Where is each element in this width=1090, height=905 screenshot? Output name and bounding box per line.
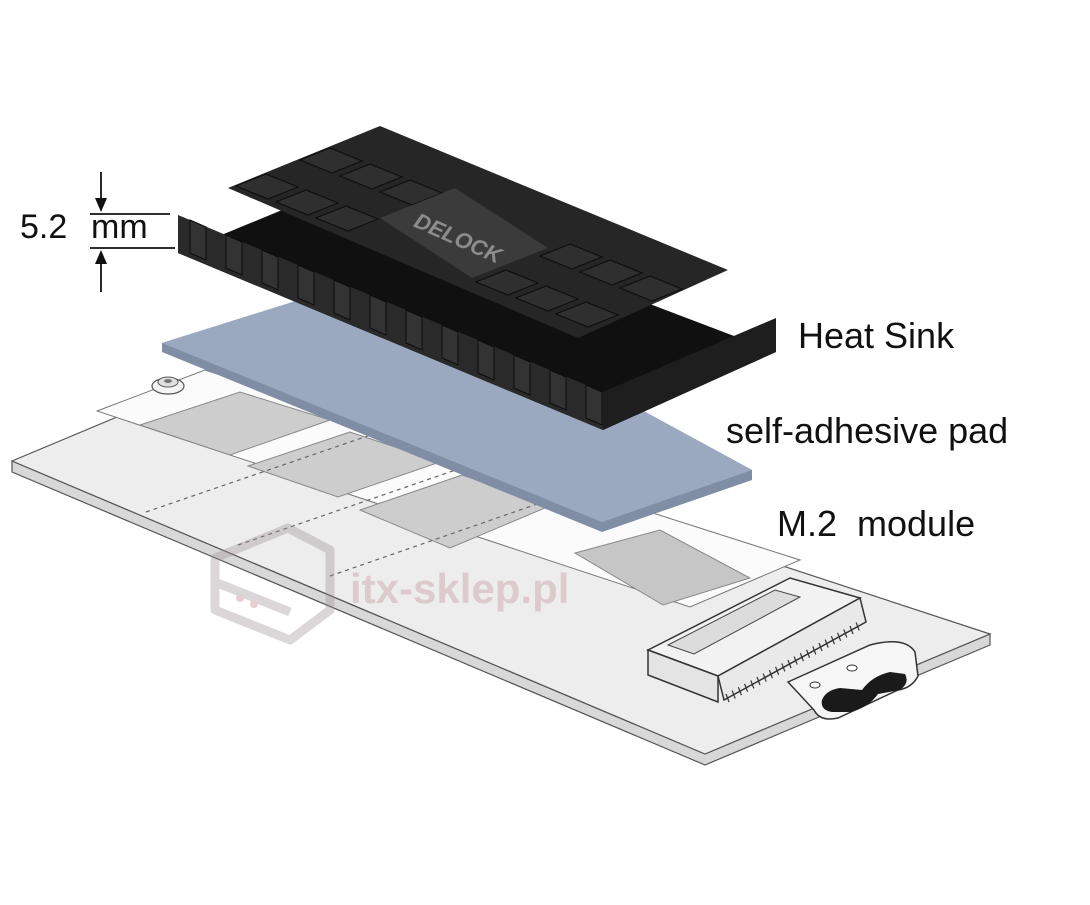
pad-label: self-adhesive pad	[726, 410, 1009, 451]
heat-sink: DELOCK	[178, 126, 776, 430]
dimension-value: 5.2	[20, 208, 68, 246]
heat-sink-label: Heat Sink	[798, 315, 955, 356]
m2-connector	[646, 577, 867, 704]
m2-module	[10, 369, 992, 766]
screw-standoff	[151, 376, 185, 395]
dimension-unit: mm	[91, 208, 148, 246]
watermark-icon	[210, 523, 335, 645]
module-label: M.2 module	[777, 503, 976, 544]
watermark-text: itx-sklep.pl	[350, 565, 570, 612]
thermal-pad	[162, 272, 752, 532]
usb-port	[786, 641, 919, 720]
controller-chip	[573, 529, 752, 606]
dimension-marker	[90, 172, 175, 292]
